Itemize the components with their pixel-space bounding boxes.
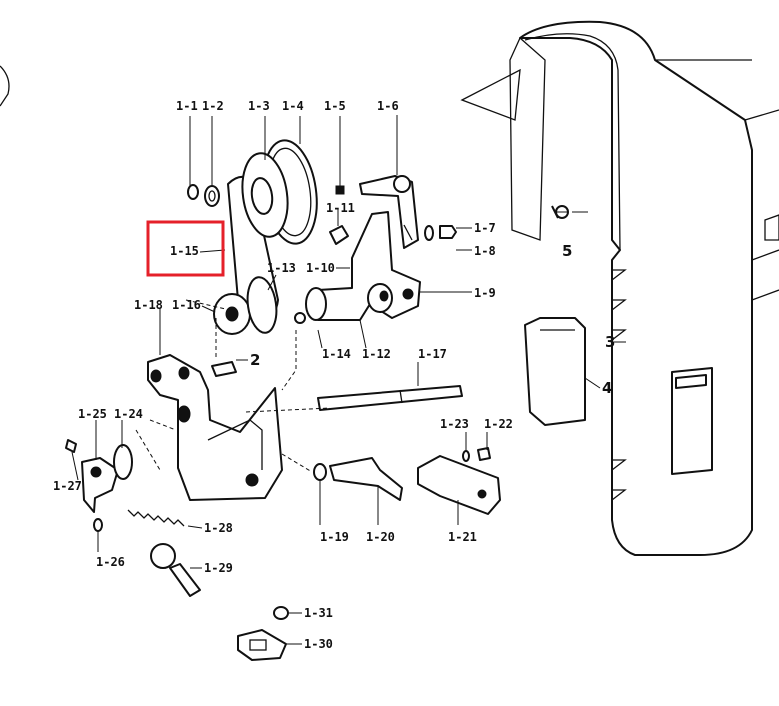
screw-part-1-11 <box>329 225 349 245</box>
label-3: 3 <box>605 333 615 351</box>
label-1-9: 1-9 <box>474 286 496 300</box>
highlight-box-1-15 <box>146 220 225 277</box>
label-1-28: 1-28 <box>204 521 233 535</box>
spring-part-1-24 <box>113 444 133 480</box>
label-1-10: 1-10 <box>306 261 335 275</box>
part-labels: 1-1 1-2 1-3 1-4 1-5 1-6 1-7 1-8 1-9 1-10… <box>53 99 615 651</box>
latch-part-1-25 <box>81 457 119 513</box>
label-1-17: 1-17 <box>418 347 447 361</box>
bracket-part-1-18 <box>147 354 283 501</box>
label-1-3: 1-3 <box>248 99 270 113</box>
pin-part-1-5 <box>335 185 345 195</box>
label-1-27: 1-27 <box>53 479 82 493</box>
label-1-13: 1-13 <box>267 261 296 275</box>
label-1-16: 1-16 <box>172 298 201 312</box>
label-1-30: 1-30 <box>304 637 333 651</box>
label-1-8: 1-8 <box>474 244 496 258</box>
washer-parts-1-7-1-8 <box>424 225 457 241</box>
crank-part-1-6 <box>359 175 419 249</box>
pin-part-1-27 <box>65 439 77 453</box>
idler-pulley-part-1-16 <box>213 276 278 335</box>
pulley-part-1-3 <box>241 152 289 238</box>
screw-part-2 <box>211 361 237 377</box>
label-2: 2 <box>250 351 260 369</box>
label-1-19: 1-19 <box>320 530 349 544</box>
screw-part-5 <box>551 205 569 219</box>
label-1-18: 1-18 <box>134 298 163 312</box>
spring-part-1-28 <box>127 509 185 527</box>
cover-window <box>671 367 713 475</box>
label-1-20: 1-20 <box>366 530 395 544</box>
lever-part-1-20 <box>329 457 403 501</box>
leader-lines <box>71 115 626 645</box>
label-1-31: 1-31 <box>304 606 333 620</box>
label-5: 5 <box>562 242 572 260</box>
label-1-21: 1-21 <box>448 530 477 544</box>
small-parts-1-1-1-2 <box>187 184 220 207</box>
washer-part-1-19 <box>313 463 327 481</box>
plate-part-1-30 <box>237 629 287 661</box>
label-1-7: 1-7 <box>474 221 496 235</box>
cover-plate-part-4 <box>524 317 586 426</box>
assembly-guide-lines <box>135 299 331 473</box>
label-1-14: 1-14 <box>322 347 351 361</box>
pin-part-1-26 <box>93 518 103 532</box>
label-1-26: 1-26 <box>96 555 125 569</box>
belt-cover-housing <box>460 20 779 556</box>
shaft-part-1-17 <box>317 385 463 411</box>
label-1-12: 1-12 <box>362 347 391 361</box>
label-1-29: 1-29 <box>204 561 233 575</box>
shaft-part-1-29 <box>150 543 201 597</box>
small-parts-1-22-1-23 <box>462 447 491 462</box>
edge-fragment <box>0 65 10 107</box>
link-part-1-21 <box>417 455 501 515</box>
label-1-15: 1-15 <box>170 244 199 258</box>
screw-part-1-31 <box>273 606 289 620</box>
label-1-24: 1-24 <box>114 407 143 421</box>
small-pin-1-14 <box>294 312 306 324</box>
label-1-23: 1-23 <box>440 417 469 431</box>
label-1-1: 1-1 <box>176 99 198 113</box>
label-4: 4 <box>602 379 612 397</box>
label-1-4: 1-4 <box>282 99 304 113</box>
label-1-6: 1-6 <box>377 99 399 113</box>
label-1-5: 1-5 <box>324 99 346 113</box>
label-1-2: 1-2 <box>202 99 224 113</box>
lever-parts-1-9-1-12 <box>305 211 421 321</box>
label-1-11: 1-11 <box>326 201 355 215</box>
label-1-22: 1-22 <box>484 417 513 431</box>
label-1-25: 1-25 <box>78 407 107 421</box>
